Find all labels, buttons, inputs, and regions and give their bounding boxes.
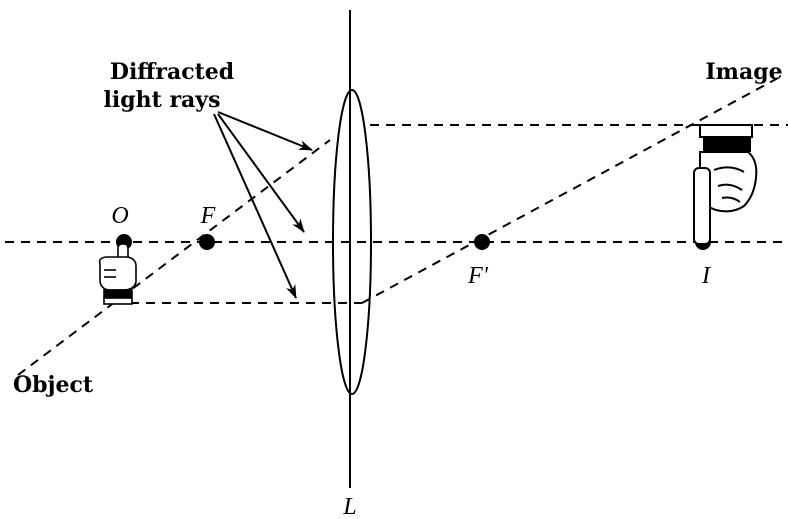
lens <box>332 89 372 395</box>
label-point-i: I <box>701 263 711 289</box>
label-point-f-prime: F' <box>467 263 489 289</box>
label-lens: L <box>342 494 356 519</box>
label-diffracted-line1: Diffracted <box>110 59 234 85</box>
label-object: Object <box>13 372 94 398</box>
image-hand-icon <box>693 124 758 245</box>
diffracted-arrow-3 <box>213 113 297 299</box>
oblique-ray-left <box>17 139 331 376</box>
diffracted-arrow-2 <box>217 113 305 233</box>
label-image: Image <box>705 59 782 85</box>
point-f-prime-dot <box>474 234 490 250</box>
label-point-o: O <box>111 203 128 229</box>
object-hand-icon <box>98 243 137 305</box>
point-f-dot <box>199 234 215 250</box>
diffracted-arrow-1 <box>217 111 313 151</box>
label-diffracted-line2: light rays <box>104 87 221 113</box>
label-point-f: F <box>200 203 216 229</box>
